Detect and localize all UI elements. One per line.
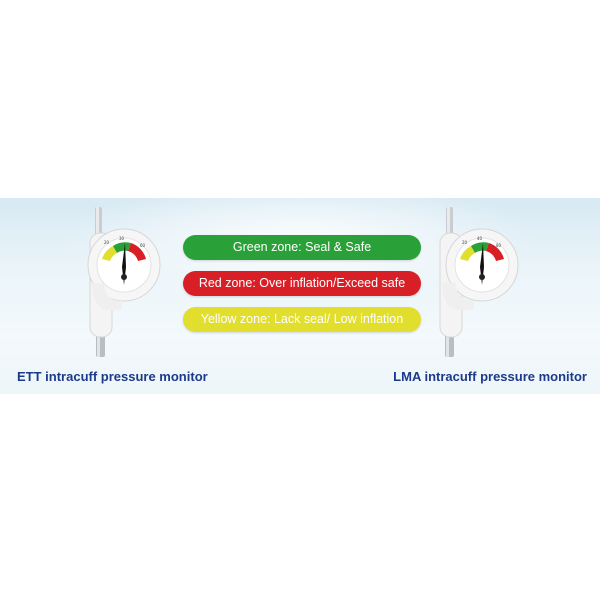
yellow-zone-label: Yellow zone: Lack seal/ Low inflation bbox=[183, 307, 421, 332]
lma-monitor-caption: LMA intracuff pressure monitor bbox=[393, 369, 587, 384]
green-zone-label: Green zone: Seal & Safe bbox=[183, 235, 421, 260]
red-zone-label: Red zone: Over inflation/Exceed safe bbox=[183, 271, 421, 296]
svg-text:80: 80 bbox=[496, 243, 502, 248]
ett-monitor-caption: ETT intracuff pressure monitor bbox=[17, 369, 208, 384]
svg-text:20: 20 bbox=[462, 240, 468, 245]
lma-pressure-monitor-image: 20 40 80 bbox=[430, 205, 520, 360]
svg-text:20: 20 bbox=[104, 240, 110, 245]
ett-pressure-monitor-image: 20 30 60 bbox=[82, 205, 172, 360]
svg-text:40: 40 bbox=[477, 236, 483, 241]
svg-text:30: 30 bbox=[119, 236, 125, 241]
svg-text:60: 60 bbox=[140, 243, 146, 248]
